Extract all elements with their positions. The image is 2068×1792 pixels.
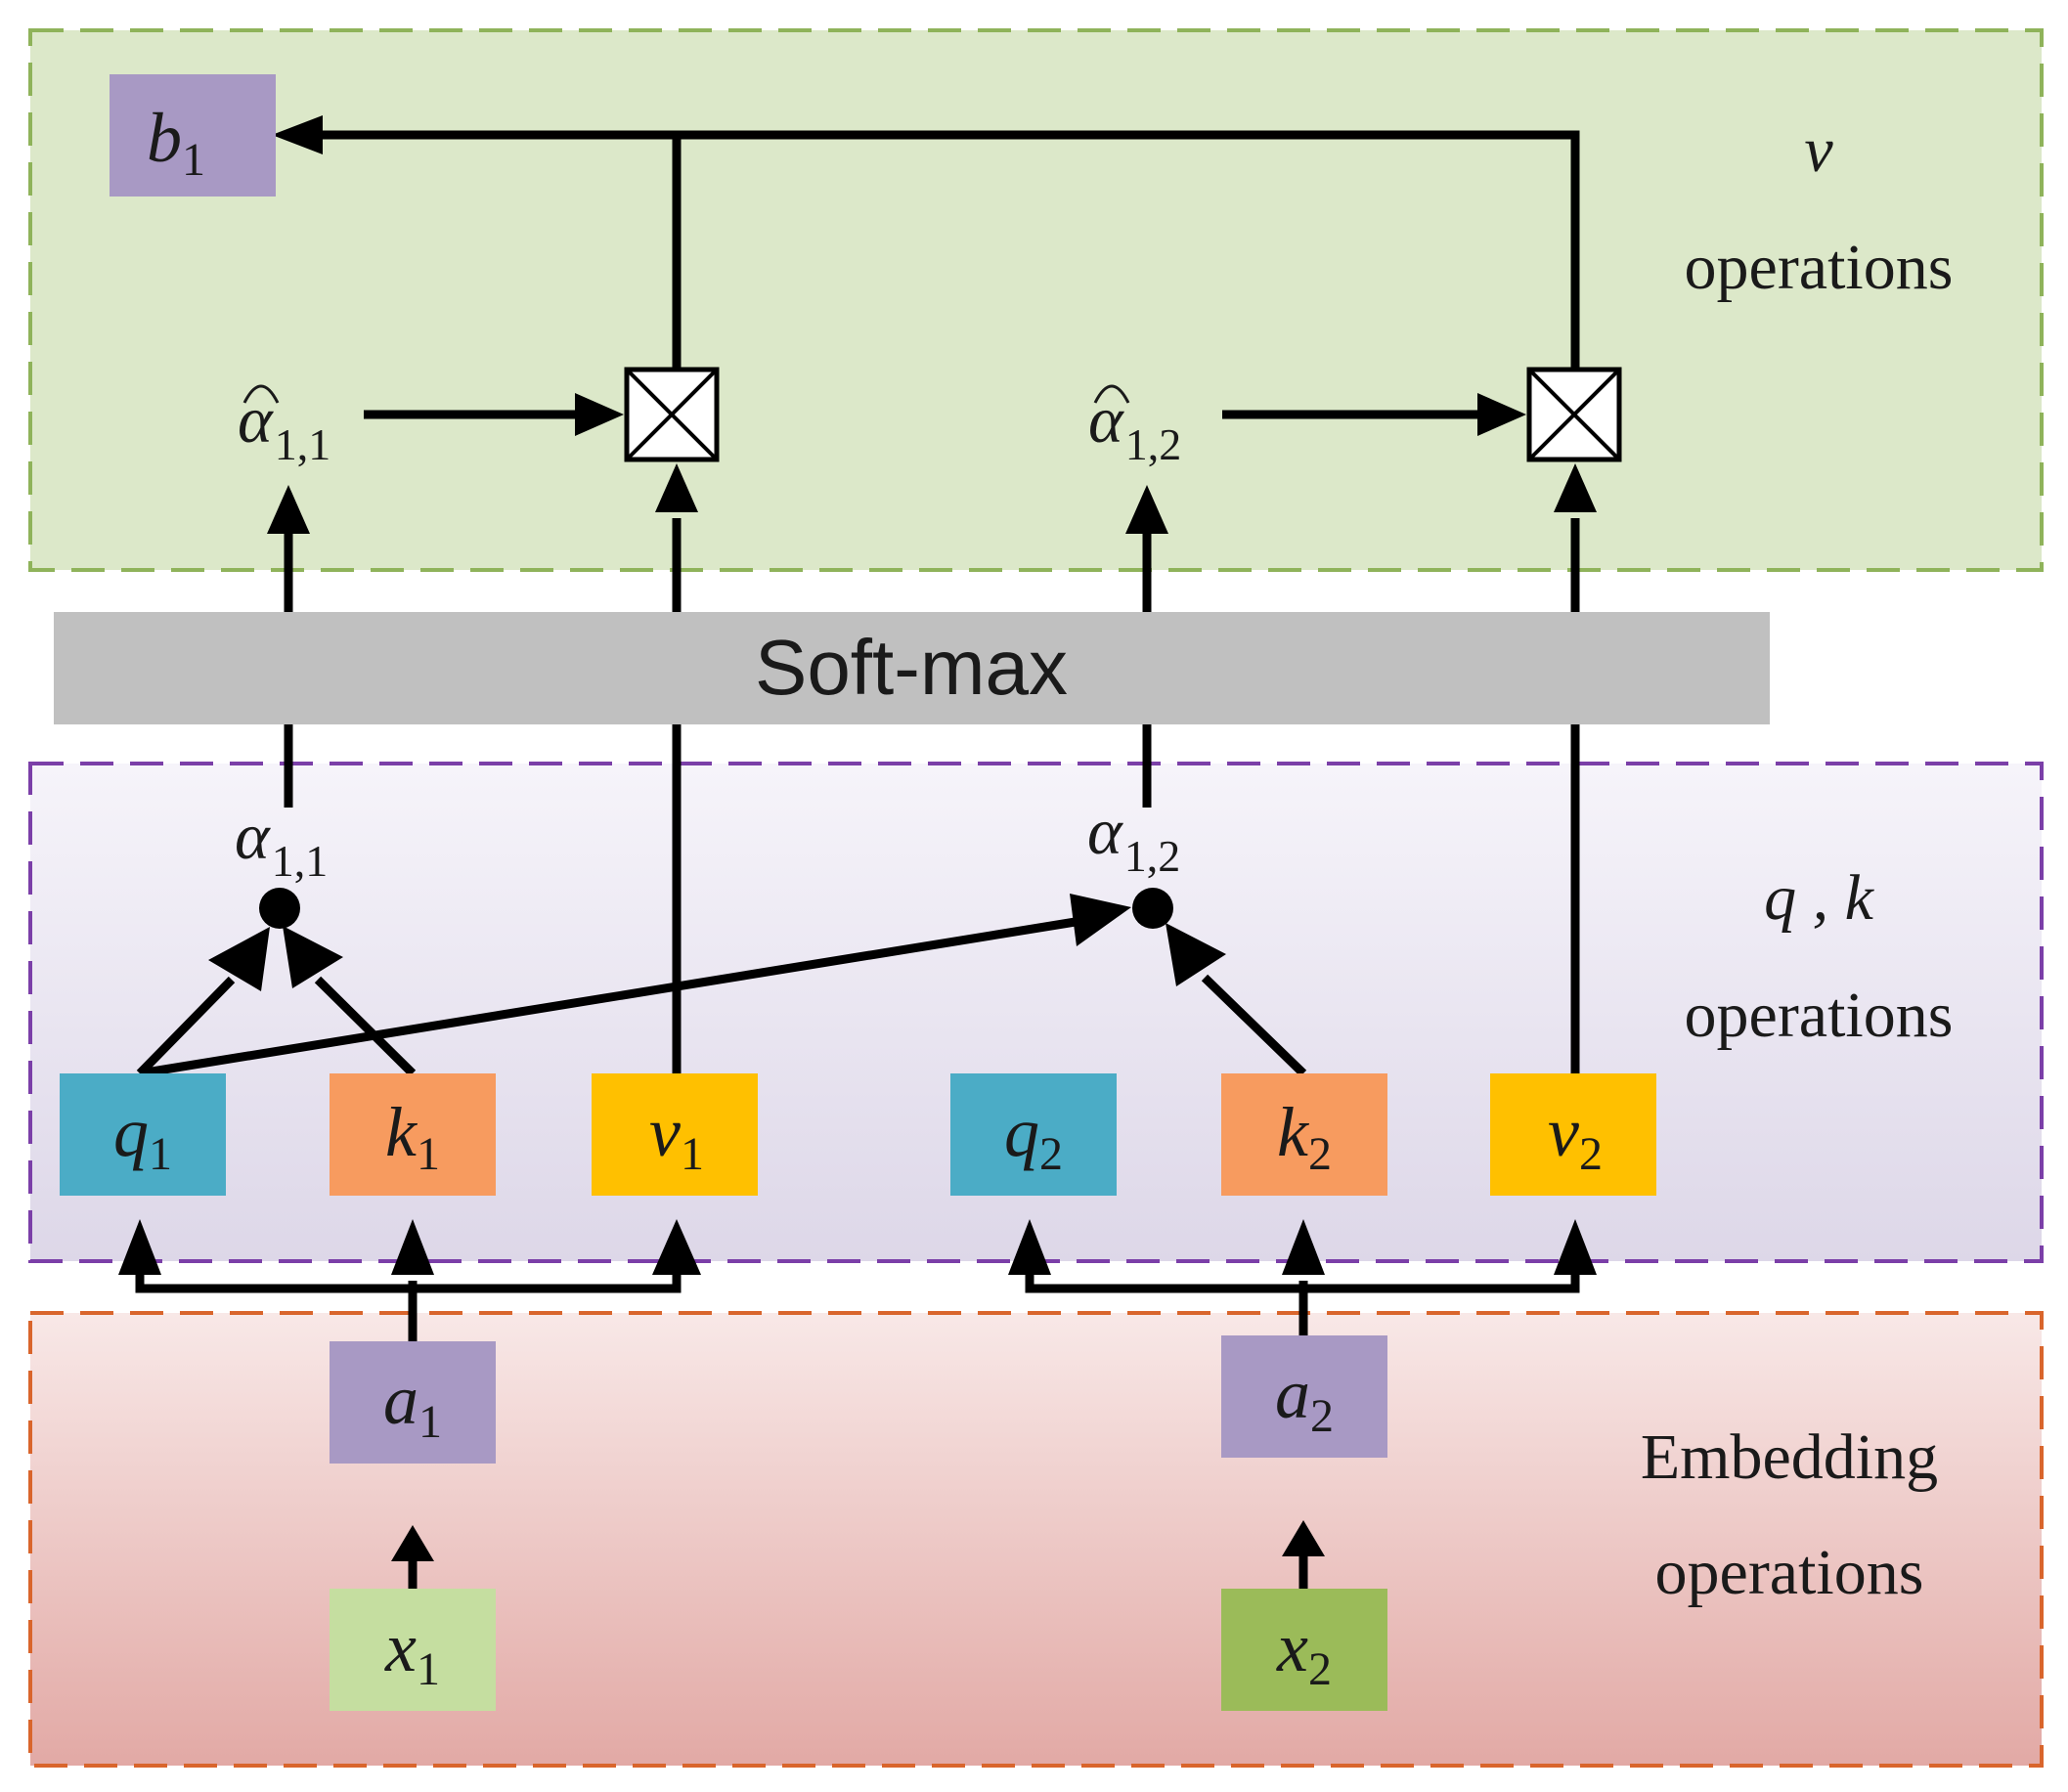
multiply-node-1 xyxy=(624,367,720,462)
svg-text:x1: x1 xyxy=(384,1608,440,1695)
embedding-a2-node: a2 xyxy=(1221,1335,1387,1458)
value-v1-node: v1 xyxy=(592,1073,758,1196)
embedding-region-label-line2: operations xyxy=(1655,1537,1924,1608)
embedding-a1-node: a1 xyxy=(330,1341,496,1464)
query-q2-node: q2 xyxy=(950,1073,1117,1196)
input-x1-node: x1 xyxy=(330,1589,496,1711)
svg-text:k1: k1 xyxy=(385,1093,440,1180)
v-operations-region xyxy=(28,28,2044,572)
svg-text:k2: k2 xyxy=(1277,1093,1332,1180)
dot-product-node-2 xyxy=(1132,888,1173,929)
alpha-hat-1-1-hat xyxy=(242,384,280,404)
svg-text:a1: a1 xyxy=(383,1361,442,1448)
svg-text:q2: q2 xyxy=(1004,1093,1063,1180)
embedding-region-label-line1: Embedding xyxy=(1641,1421,1938,1493)
v-region-label-symbol: v xyxy=(1804,114,1833,186)
alpha-1-2-label: α1,2 xyxy=(1087,794,1180,881)
svg-text:b1: b1 xyxy=(147,99,205,186)
svg-text:a2: a2 xyxy=(1275,1355,1334,1442)
connectors xyxy=(135,130,1580,1589)
key-k1-node: k1 xyxy=(330,1073,496,1196)
dot-product-node-1 xyxy=(259,888,300,929)
alpha-1-1-label: α1,1 xyxy=(235,799,328,886)
multiply-node-2 xyxy=(1526,367,1622,462)
input-x2-node: x2 xyxy=(1221,1589,1387,1711)
softmax-label: Soft-max xyxy=(755,624,1068,711)
arrowheads xyxy=(118,115,1597,1561)
output-b1-node: b1 xyxy=(110,74,276,197)
qk-region-label-text: operations xyxy=(1685,980,1954,1051)
alpha-hat-1-1-label: α1,1 xyxy=(238,382,330,469)
svg-text:x2: x2 xyxy=(1276,1608,1332,1695)
svg-text:v1: v1 xyxy=(649,1093,704,1180)
softmax-bar xyxy=(54,612,1770,724)
key-k2-node: k2 xyxy=(1221,1073,1387,1196)
alpha-hat-1-2-hat xyxy=(1093,384,1130,404)
v-region-label-text: operations xyxy=(1685,232,1954,303)
value-v2-node: v2 xyxy=(1490,1073,1656,1196)
query-q1-node: q1 xyxy=(60,1073,226,1196)
qk-region-label-symbol: q , k xyxy=(1764,862,1875,934)
alpha-hat-1-2-label: α1,2 xyxy=(1088,382,1181,469)
svg-text:q1: q1 xyxy=(113,1093,172,1180)
svg-text:v2: v2 xyxy=(1548,1093,1603,1180)
